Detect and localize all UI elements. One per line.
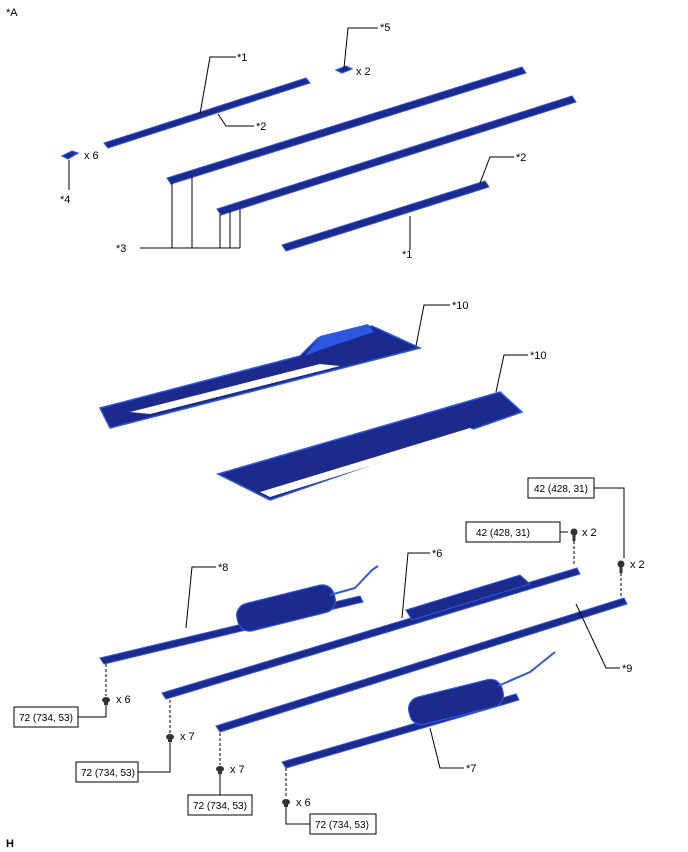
torque-value: 42 (428, 31) bbox=[476, 528, 530, 539]
callout-5: *5 bbox=[380, 22, 390, 34]
rail-7-cable bbox=[497, 651, 556, 687]
torque-value: 42 (428, 31) bbox=[534, 484, 588, 495]
callout-8: *8 bbox=[218, 562, 228, 574]
torque-box: 42 (428, 31) bbox=[527, 477, 595, 499]
rails-group bbox=[99, 528, 628, 807]
clip-part-5 bbox=[334, 65, 354, 74]
panels-labels: *10 *10 bbox=[452, 300, 547, 362]
callout-7: *7 bbox=[466, 763, 476, 775]
callout-2-top: *2 bbox=[256, 121, 266, 133]
torque-value: 72 (734, 53) bbox=[19, 713, 73, 724]
qty-clip-4: x 6 bbox=[296, 797, 311, 809]
rail-9 bbox=[215, 597, 628, 733]
qty-clip-1: x 6 bbox=[116, 694, 131, 706]
qty-clip-2: x 7 bbox=[180, 731, 195, 743]
callout-2-right: *2 bbox=[516, 152, 526, 164]
figure-corner-label: *A bbox=[6, 7, 18, 19]
clip-icon bbox=[166, 734, 174, 742]
clip-icon bbox=[216, 766, 224, 774]
torque-value: 72 (734, 53) bbox=[193, 801, 247, 812]
strips-leaders bbox=[68, 27, 514, 250]
torque-value: 72 (734, 53) bbox=[81, 768, 135, 779]
clip-icon bbox=[102, 697, 110, 705]
callout-3: *3 bbox=[116, 243, 126, 255]
torque-box: 72 (734, 53) bbox=[309, 813, 377, 835]
strips-group bbox=[60, 65, 577, 252]
callout-6: *6 bbox=[432, 548, 442, 560]
qty-clip-3: x 7 bbox=[230, 764, 245, 776]
strips-labels: *1 *2 *5 x 2 x 6 *4 *3 *1 *2 bbox=[60, 22, 526, 261]
panels-leaders bbox=[415, 304, 528, 393]
qty-bolt-1: x 2 bbox=[582, 527, 597, 539]
callout-9: *9 bbox=[622, 663, 632, 675]
rail-8-cable bbox=[329, 565, 379, 596]
clip-part-4 bbox=[60, 150, 80, 160]
panel-lower bbox=[215, 391, 524, 501]
strip-1-lower bbox=[281, 180, 490, 252]
callout-10-upper: *10 bbox=[452, 300, 469, 312]
torque-box: 72 (734, 53) bbox=[75, 761, 139, 783]
panel-upper-opening bbox=[130, 364, 340, 414]
torque-value: 72 (734, 53) bbox=[315, 820, 369, 831]
panel-upper-tab bbox=[305, 324, 374, 356]
clip-icon bbox=[282, 799, 290, 807]
panel-lower-opening bbox=[260, 428, 478, 497]
callout-1-bottom: *1 bbox=[402, 249, 412, 261]
callout-1-top: *1 bbox=[237, 52, 247, 64]
strip-3-long-a bbox=[166, 66, 527, 185]
figure-footer-label: H bbox=[6, 838, 14, 850]
rail-6-body bbox=[405, 574, 531, 621]
torque-box: 72 (734, 53) bbox=[187, 794, 253, 816]
rails-leaders bbox=[78, 487, 625, 825]
panels-group bbox=[98, 324, 524, 501]
rail-7-motor bbox=[407, 678, 505, 726]
rail-8-motor bbox=[236, 584, 336, 632]
qty-bolt-2: x 2 bbox=[630, 559, 645, 571]
strip-3-long-b bbox=[216, 95, 577, 216]
rails-labels: *8 *6 *9 *7 x 2 x 2 x 6 x 7 x 7 x 6 bbox=[116, 527, 645, 809]
bolt-icon bbox=[570, 528, 578, 541]
strip-1-upper bbox=[103, 77, 311, 149]
qty-5: x 2 bbox=[356, 66, 371, 78]
callout-4: *4 bbox=[60, 194, 70, 206]
callout-10-lower: *10 bbox=[530, 350, 547, 362]
torque-box: 72 (734, 53) bbox=[13, 706, 79, 728]
bolt-icon bbox=[617, 560, 625, 573]
qty-4: x 6 bbox=[84, 150, 99, 162]
torque-box: 42 (428, 31) bbox=[465, 521, 561, 543]
